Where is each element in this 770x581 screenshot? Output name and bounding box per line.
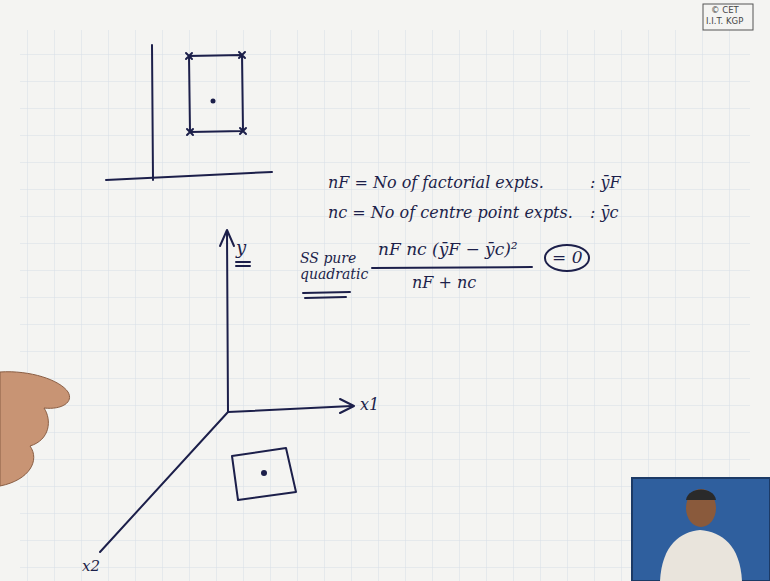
- watermark-text: I.I.T. KGP: [706, 17, 743, 27]
- watermark-text: © CET: [711, 6, 739, 16]
- axis-label: x1: [360, 396, 379, 414]
- formula-result: = 0: [544, 244, 590, 272]
- axis-label: x2: [82, 558, 100, 575]
- sum-of-squares-label: SS pure quadratic: [300, 250, 370, 282]
- axis-label: y: [236, 238, 246, 259]
- mean-symbol: : ȳc: [590, 204, 618, 222]
- definition-note: nF = No of factorial expts.: [328, 174, 544, 192]
- formula-denominator: nF + nc: [412, 274, 476, 292]
- formula-numerator: nF nc (ȳF − ȳc)²: [378, 240, 518, 260]
- mean-symbol: : ȳF: [590, 174, 621, 192]
- definition-note: nc = No of centre point expts.: [328, 204, 573, 222]
